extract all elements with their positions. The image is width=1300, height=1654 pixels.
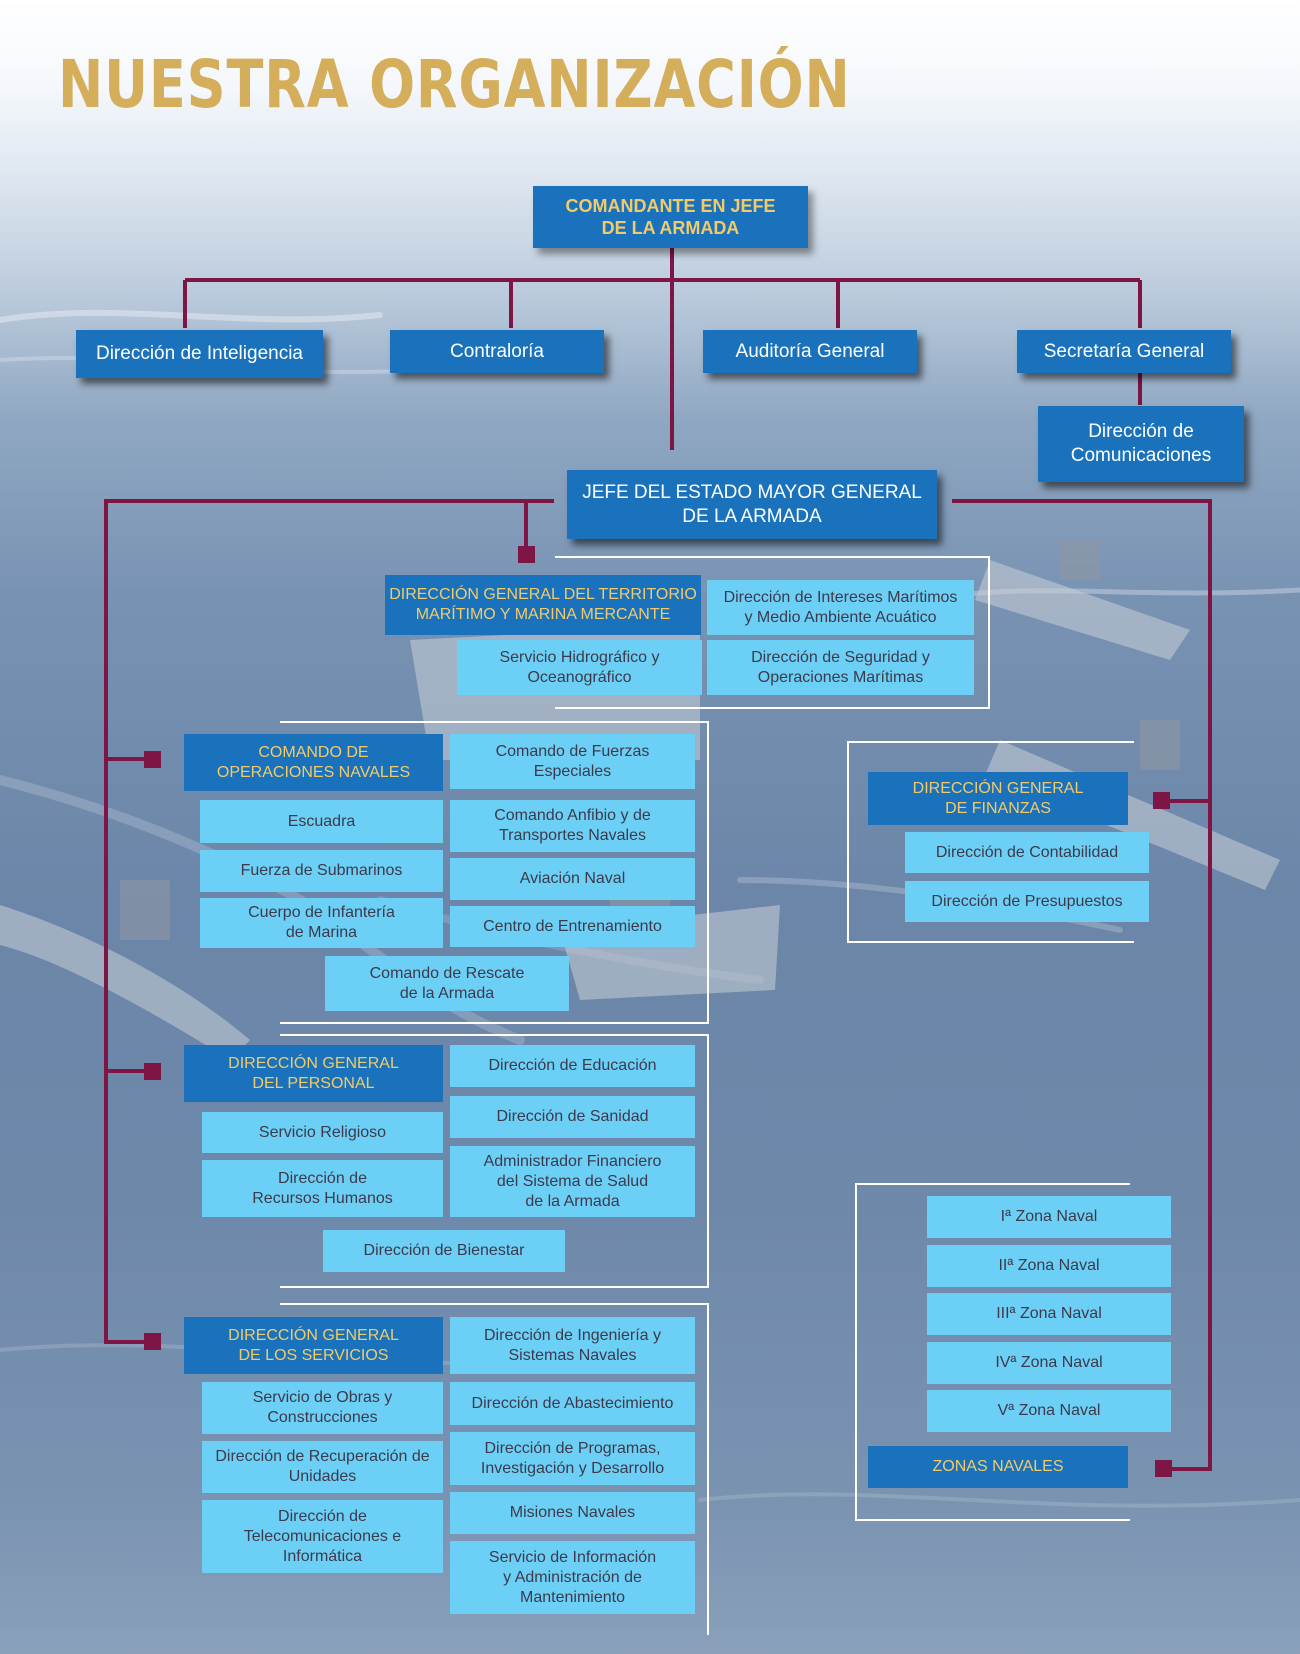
servicios-unit: Dirección de Programas, Investigación y … bbox=[450, 1432, 695, 1485]
group-frame-operaciones bbox=[280, 721, 709, 1024]
connector-node-operaciones bbox=[144, 751, 161, 768]
operaciones-unit: Aviación Naval bbox=[450, 858, 695, 900]
personal-unit: Dirección de Recursos Humanos bbox=[202, 1160, 443, 1217]
zona-naval-1: Iª Zona Naval bbox=[927, 1196, 1171, 1238]
territorio-head: DIRECCIÓN GENERAL DEL TERRITORIO MARÍTIM… bbox=[385, 575, 701, 635]
operaciones-unit: Comando de Rescate de la Armada bbox=[325, 956, 569, 1011]
communications-box: Dirección de Comunicaciones bbox=[1038, 406, 1244, 482]
personal-unit: Administrador Financiero del Sistema de … bbox=[450, 1146, 695, 1217]
servicios-unit: Servicio de Obras y Construcciones bbox=[202, 1382, 443, 1434]
group-frame-territorio bbox=[555, 556, 990, 709]
servicios-unit: Misiones Navales bbox=[450, 1492, 695, 1534]
servicios-unit: Servicio de Información y Administración… bbox=[450, 1541, 695, 1614]
operaciones-unit: Comando de Fuerzas Especiales bbox=[450, 734, 695, 789]
territorio-unit: Dirección de Intereses Marítimos y Medio… bbox=[707, 580, 974, 635]
secretariat-box: Secretaría General bbox=[1017, 330, 1231, 373]
finanzas-unit: Dirección de Presupuestos bbox=[905, 881, 1149, 922]
zona-naval-5: Vª Zona Naval bbox=[927, 1390, 1171, 1432]
servicios-head: DIRECCIÓN GENERAL DE LOS SERVICIOS bbox=[184, 1317, 443, 1374]
connector-node-territorio bbox=[518, 546, 535, 563]
audit-box: Auditoría General bbox=[703, 330, 917, 373]
zona-naval-2: IIª Zona Naval bbox=[927, 1245, 1171, 1287]
connector-node-zonas bbox=[1155, 1460, 1172, 1477]
group-frame-servicios bbox=[280, 1303, 709, 1635]
connector-node-finanzas bbox=[1153, 792, 1170, 809]
intelligence-box: Dirección de Inteligencia bbox=[76, 330, 323, 378]
group-frame-personal bbox=[280, 1034, 709, 1288]
page-title: NUESTRA ORGANIZACIÓN bbox=[58, 46, 851, 123]
operaciones-unit: Centro de Entrenamiento bbox=[450, 906, 695, 947]
operaciones-unit: Fuerza de Submarinos bbox=[200, 850, 443, 892]
finanzas-head: DIRECCIÓN GENERAL DE FINANZAS bbox=[868, 772, 1128, 825]
connector-node-servicios bbox=[144, 1333, 161, 1350]
operaciones-unit: Comando Anfibio y de Transportes Navales bbox=[450, 800, 695, 852]
commander-box: COMANDANTE EN JEFE DE LA ARMADA bbox=[533, 186, 808, 248]
personal-unit: Dirección de Educación bbox=[450, 1045, 695, 1087]
servicios-unit: Dirección de Abastecimiento bbox=[450, 1382, 695, 1425]
comptroller-box: Contraloría bbox=[390, 330, 604, 373]
territorio-unit: Dirección de Seguridad y Operaciones Mar… bbox=[707, 640, 974, 695]
servicios-unit: Dirección de Recuperación de Unidades bbox=[202, 1441, 443, 1493]
operaciones-unit: Escuadra bbox=[200, 800, 443, 843]
zona-naval-4: IVª Zona Naval bbox=[927, 1342, 1171, 1384]
personal-unit: Dirección de Sanidad bbox=[450, 1096, 695, 1138]
group-frame-zonas bbox=[855, 1183, 1130, 1521]
personal-head: DIRECCIÓN GENERAL DEL PERSONAL bbox=[184, 1045, 443, 1102]
zona-naval-3: IIIª Zona Naval bbox=[927, 1293, 1171, 1335]
operaciones-unit: Cuerpo de Infantería de Marina bbox=[200, 898, 443, 948]
operaciones-head: COMANDO DE OPERACIONES NAVALES bbox=[184, 734, 443, 791]
group-frame-finanzas bbox=[847, 741, 1134, 943]
servicios-unit: Dirección de Telecomunicaciones e Inform… bbox=[202, 1500, 443, 1573]
connector-node-personal bbox=[144, 1063, 161, 1080]
zonas-navales-head: ZONAS NAVALES bbox=[868, 1446, 1128, 1488]
servicios-unit: Dirección de Ingeniería y Sistemas Naval… bbox=[450, 1317, 695, 1374]
territorio-unit: Servicio Hidrográfico y Oceanográfico bbox=[457, 640, 702, 695]
personal-unit: Dirección de Bienestar bbox=[323, 1230, 565, 1272]
finanzas-unit: Dirección de Contabilidad bbox=[905, 832, 1149, 873]
chief-of-staff-box: JEFE DEL ESTADO MAYOR GENERAL DE LA ARMA… bbox=[567, 470, 937, 539]
personal-unit: Servicio Religioso bbox=[202, 1112, 443, 1153]
